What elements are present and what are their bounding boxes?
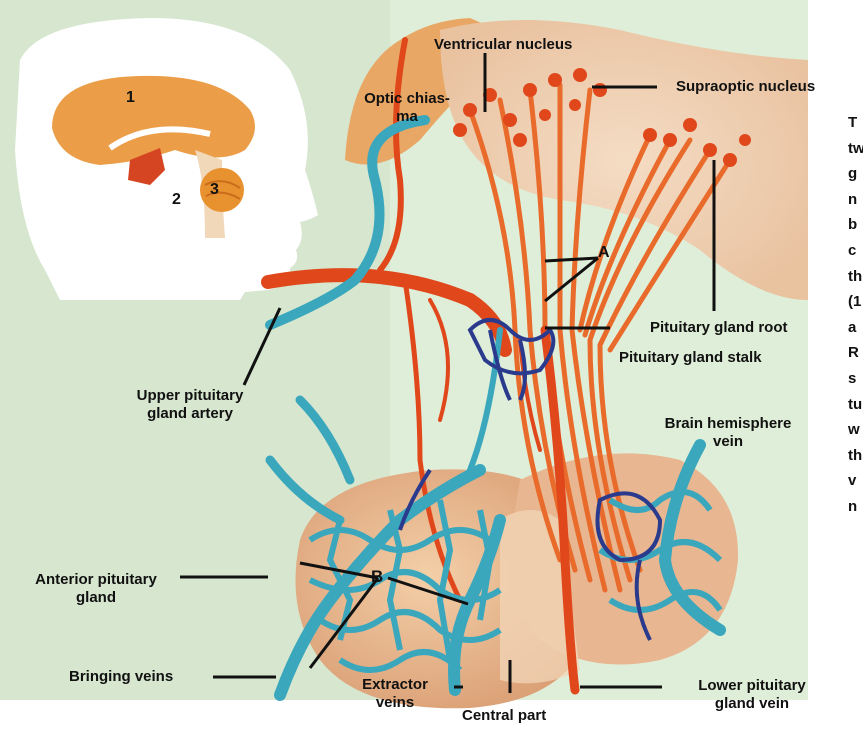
side-text-line: n xyxy=(848,494,863,520)
label-anterior-line1: Anterior pituitary xyxy=(16,571,176,589)
label-marker-a: A xyxy=(598,244,610,262)
side-text-line: v xyxy=(848,468,863,494)
label-central-part: Central part xyxy=(462,707,546,725)
label-extractor-line1: Extractor xyxy=(347,676,443,694)
label-upper-pituitary-artery: Upper pituitary gland artery xyxy=(125,387,255,423)
inset-number-3: 3 xyxy=(210,181,219,198)
label-pituitary-root: Pituitary gland root xyxy=(650,319,788,337)
label-optic-chiasma-line1: Optic chias- xyxy=(360,90,454,108)
label-brain-vein-line1: Brain hemisphere xyxy=(658,415,798,433)
label-extractor-line2: veins xyxy=(347,694,443,712)
side-text-line: b xyxy=(848,212,863,238)
label-lower-vein-line2: gland vein xyxy=(672,695,832,713)
side-text-line: w xyxy=(848,417,863,443)
label-optic-chiasma-line2: ma xyxy=(360,108,454,126)
label-bringing-veins: Bringing veins xyxy=(69,668,173,686)
side-text-line: tw xyxy=(848,136,863,162)
label-lower-pituitary-gland-vein: Lower pituitary gland vein xyxy=(672,677,832,713)
side-text-line: th xyxy=(848,443,863,469)
label-upper-artery-line1: Upper pituitary xyxy=(125,387,255,405)
label-anterior-line2: gland xyxy=(16,589,176,607)
cerebellum xyxy=(200,168,244,212)
label-brain-hemisphere-vein: Brain hemisphere vein xyxy=(658,415,798,451)
head-silhouette xyxy=(15,18,318,300)
side-text-line: g xyxy=(848,161,863,187)
label-anterior-pituitary-gland: Anterior pituitary gland xyxy=(16,571,176,607)
side-text-line: th xyxy=(848,264,863,290)
label-ventricular-nucleus: Ventricular nucleus xyxy=(434,36,572,54)
label-supraoptic-nucleus: Supraoptic nucleus xyxy=(676,78,815,96)
side-text-line: s xyxy=(848,366,863,392)
side-text-line: c xyxy=(848,238,863,264)
side-text-line: (1 xyxy=(848,289,863,315)
label-brain-vein-line2: vein xyxy=(658,433,798,451)
inset-number-1: 1 xyxy=(126,89,135,106)
inset-number-2: 2 xyxy=(172,191,181,208)
label-lower-vein-line1: Lower pituitary xyxy=(672,677,832,695)
head-inset xyxy=(15,18,318,300)
label-marker-b: B xyxy=(371,568,383,586)
side-text-line: R xyxy=(848,340,863,366)
side-text-line: a xyxy=(848,315,863,341)
label-extractor-veins: Extractor veins xyxy=(347,676,443,712)
side-text-line: tu xyxy=(848,392,863,418)
side-text-line: T xyxy=(848,110,863,136)
side-text-line: n xyxy=(848,187,863,213)
side-text-column: T tw g n b c th (1 a R s tu w th v n xyxy=(848,110,863,520)
label-upper-artery-line2: gland artery xyxy=(125,405,255,423)
label-optic-chiasma: Optic chias- ma xyxy=(360,90,454,126)
label-pituitary-stalk: Pituitary gland stalk xyxy=(619,349,762,367)
